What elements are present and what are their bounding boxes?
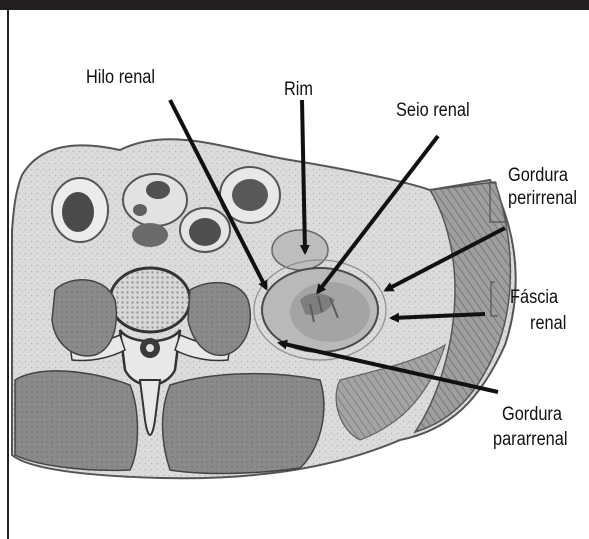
- label-gordura-perirrenal-line2: perirrenal: [508, 187, 577, 210]
- kidney: [254, 260, 386, 360]
- label-gordura-pararrenal-line2: pararrenal: [493, 428, 567, 451]
- label-gordura-perirrenal-line1: Gordura: [508, 164, 568, 187]
- label-seio-renal: Seio renal: [396, 99, 470, 122]
- label-gordura-pararrenal-line1: Gordura: [502, 403, 562, 426]
- label-hilo-renal: Hilo renal: [86, 66, 155, 89]
- label-rim: Rim: [284, 78, 313, 101]
- label-fascia-renal-line1: Fáscia: [510, 286, 558, 309]
- label-fascia-renal-line2: renal: [530, 312, 566, 335]
